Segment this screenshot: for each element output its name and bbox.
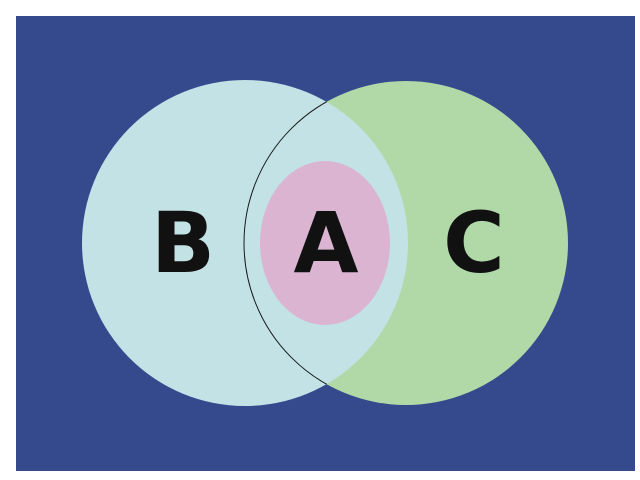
set-a-label: A	[293, 194, 358, 292]
set-b-label: B	[151, 194, 215, 292]
set-c-label: C	[443, 194, 505, 292]
set-a-ellipse	[260, 161, 390, 325]
